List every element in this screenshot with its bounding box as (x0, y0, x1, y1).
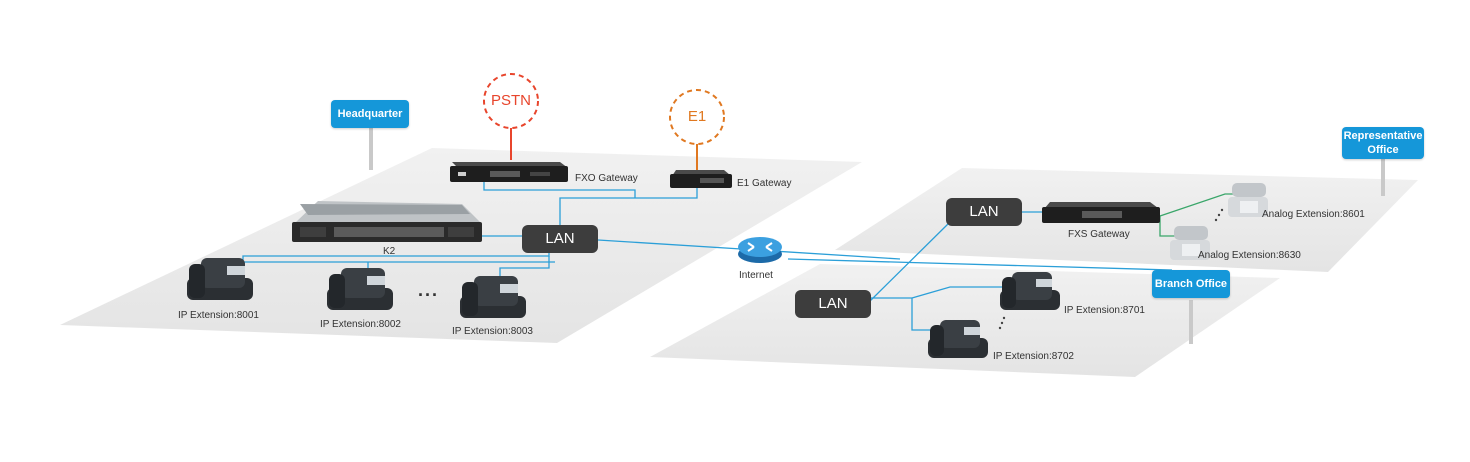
hq-tag-stem (369, 128, 373, 170)
internet-router-icon (738, 237, 782, 263)
e1-label: E1 (687, 108, 707, 125)
more-phones-ellipsis: ... (418, 280, 440, 300)
remote-links (787, 211, 1173, 331)
ip-phone-icon (187, 258, 253, 300)
ip-phone-icon (928, 320, 988, 358)
ip-phone-icon (1000, 272, 1060, 310)
ip-extension-8003-label: IP Extension:8003 (452, 326, 533, 337)
fxo-gateway-device (450, 162, 568, 182)
ip-phone-icon (327, 268, 393, 310)
branch-tag-stem (1189, 300, 1193, 344)
branch-office-tag: Branch Office (1152, 270, 1230, 298)
k2-label: K2 (383, 246, 396, 257)
pstn-cloud (483, 73, 539, 129)
representative-office-tag: Representative Office (1342, 127, 1424, 159)
ip-extension-8001-label: IP Extension:8001 (178, 310, 259, 321)
e1-gateway-device (670, 170, 732, 188)
k2-server-device (292, 201, 482, 242)
rep-lan-box: LAN (946, 198, 1022, 226)
analog-extension-8630-label: Analog Extension:8630 (1198, 250, 1301, 261)
hq-lan-box: LAN (522, 225, 598, 253)
ip-extension-8702-label: IP Extension:8702 (993, 351, 1074, 362)
ip-extension-8002-label: IP Extension:8002 (320, 319, 401, 330)
analog-extension-8601-label: Analog Extension:8601 (1262, 209, 1365, 220)
internet-label: Internet (739, 270, 773, 281)
fxs-gateway-label: FXS Gateway (1068, 229, 1130, 240)
hq-platform (60, 148, 862, 343)
fxo-gateway-label: FXO Gateway (575, 173, 638, 184)
e1-gateway-label: E1 Gateway (737, 178, 792, 189)
rep-tag-stem (1381, 158, 1385, 196)
ip-extension-8701-label: IP Extension:8701 (1064, 305, 1145, 316)
more-dots (998, 208, 1224, 330)
branch-lan-box: LAN (795, 290, 871, 318)
analog-phone-icon (1228, 183, 1268, 217)
fxs-gateway-device (1042, 202, 1160, 223)
e1-cloud (669, 89, 725, 145)
ip-phone-icon (460, 276, 526, 318)
analog-phone-icon (1170, 226, 1210, 260)
pstn-label: PSTN (490, 92, 531, 109)
headquarter-tag: Headquarter (331, 100, 409, 128)
